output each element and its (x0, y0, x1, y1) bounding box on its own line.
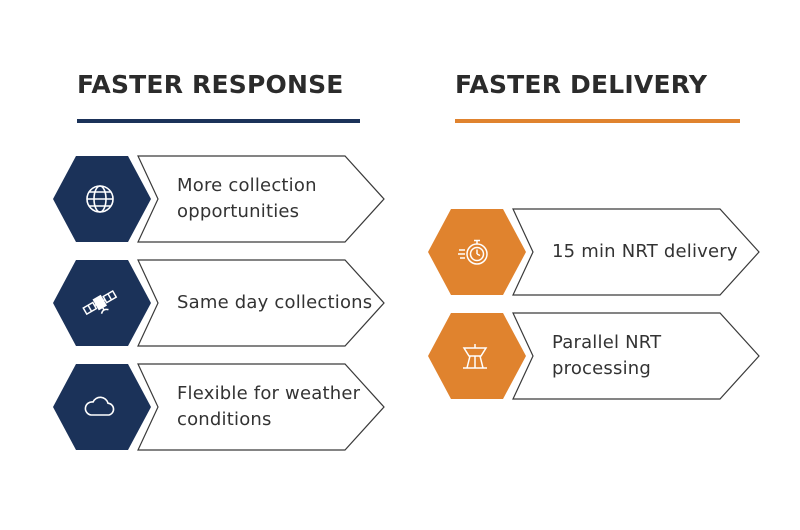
arrow-card-shape (53, 155, 385, 243)
item-label: Flexible for weather conditions (177, 383, 361, 430)
globe-icon (80, 179, 120, 219)
delivery-item-15-min: 15 min NRT delivery (428, 208, 763, 296)
faster-delivery-underline (455, 119, 740, 123)
arrow-card-shape (53, 259, 385, 347)
faster-response-title: FASTER RESPONSE (77, 70, 344, 99)
faster-delivery-title: FASTER DELIVERY (455, 70, 708, 99)
response-item-collection-opportunities: More collection opportunities (53, 155, 388, 243)
stopwatch-icon (455, 232, 495, 272)
arrow-card-shape (53, 363, 385, 451)
satellite-icon (80, 283, 120, 323)
item-label: Parallel NRT processing (552, 332, 662, 379)
response-item-same-day: Same day collections (53, 259, 388, 347)
cloud-icon (80, 387, 120, 427)
faster-response-underline (77, 119, 360, 123)
response-item-weather: Flexible for weather conditions (53, 363, 388, 451)
ground-station-icon (455, 336, 495, 376)
delivery-item-parallel-processing: Parallel NRT processing (428, 312, 763, 400)
item-label: More collection opportunities (177, 175, 317, 222)
item-label: 15 min NRT delivery (552, 241, 738, 262)
item-label: Same day collections (177, 292, 373, 313)
